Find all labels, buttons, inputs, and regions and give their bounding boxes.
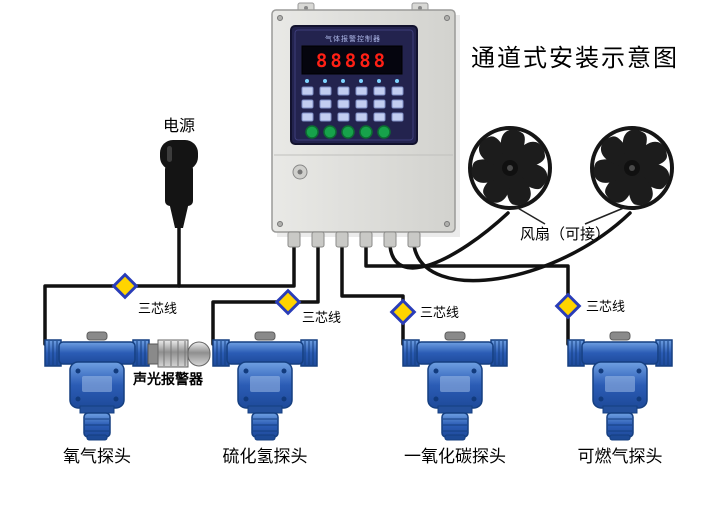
detector-combustible [567, 331, 673, 441]
wire-marker-4 [554, 292, 582, 320]
plug-highlight [167, 146, 172, 162]
detector-label-h2s: 硫化氢探头 [223, 447, 308, 466]
power-label: 电源 [163, 117, 195, 135]
wire-label-1: 三芯线 [138, 301, 177, 316]
fans: 风扇（可接） [465, 122, 677, 243]
controller-box: 气体报警控制器 88888 [271, 2, 460, 248]
wire-label-4: 三芯线 [586, 299, 625, 314]
alarm-dome [187, 341, 211, 367]
wire-label-2: 三芯线 [302, 310, 341, 325]
fan-label-leader-left [515, 206, 546, 225]
detector-label-oxygen: 氧气探头 [63, 447, 131, 466]
fan-label: 风扇（可接） [520, 226, 610, 243]
box-screw [277, 221, 283, 227]
mounting-hole-left [304, 6, 308, 10]
detector-co [402, 331, 508, 441]
panel-button-grid[interactable] [301, 86, 404, 122]
detector-label-combustible: 可燃气探头 [578, 447, 663, 466]
cable-glands [287, 231, 421, 248]
wire-marker-3 [389, 298, 417, 326]
box-screw [444, 221, 450, 227]
wire-label-3: 三芯线 [420, 305, 459, 320]
led-display [301, 45, 403, 75]
wire-marker-2 [274, 288, 302, 316]
panel-title: 气体报警控制器 [325, 34, 381, 43]
panel-green-buttons[interactable] [305, 125, 391, 139]
box-screw [277, 15, 283, 21]
wire-detector-2 [211, 244, 320, 346]
wire-fan-right [412, 211, 632, 283]
plug-neck [169, 202, 189, 228]
detectors: 声光报警器 氧气探头 硫化氢探头 一氧化碳探头 可燃气探头 [44, 331, 673, 466]
box-screw [444, 15, 450, 21]
wire-markers: 三芯线 三芯线 三芯线 三芯线 [111, 272, 625, 326]
diagram-title: 通道式安装示意图 [471, 45, 679, 72]
panel-indicator-leds [305, 79, 399, 83]
fan-right [587, 122, 677, 210]
led-display-value: 88888 [316, 50, 388, 72]
detector-label-co: 一氧化碳探头 [404, 447, 506, 466]
controller-front-panel: 气体报警控制器 88888 [290, 25, 418, 145]
wiring [43, 211, 632, 346]
panel-inner-frame [294, 29, 414, 141]
alarm-ribbed-body [157, 339, 189, 368]
detector-h2s [212, 331, 318, 441]
plug-body [165, 164, 193, 206]
wire-detector-1 [43, 244, 296, 346]
mounting-hole-right [418, 6, 422, 10]
lock-keyhole-center [297, 169, 303, 175]
power-plug: 电源 [160, 117, 198, 228]
sound-light-alarm: 声光报警器 [132, 339, 211, 388]
fan-label-leader-right [584, 206, 627, 225]
alarm-coupling-nut [147, 343, 159, 365]
alarm-label: 声光报警器 [132, 371, 204, 388]
wire-fan-left [388, 211, 510, 270]
wire-marker-1 [111, 272, 139, 300]
fan-left [465, 122, 555, 210]
